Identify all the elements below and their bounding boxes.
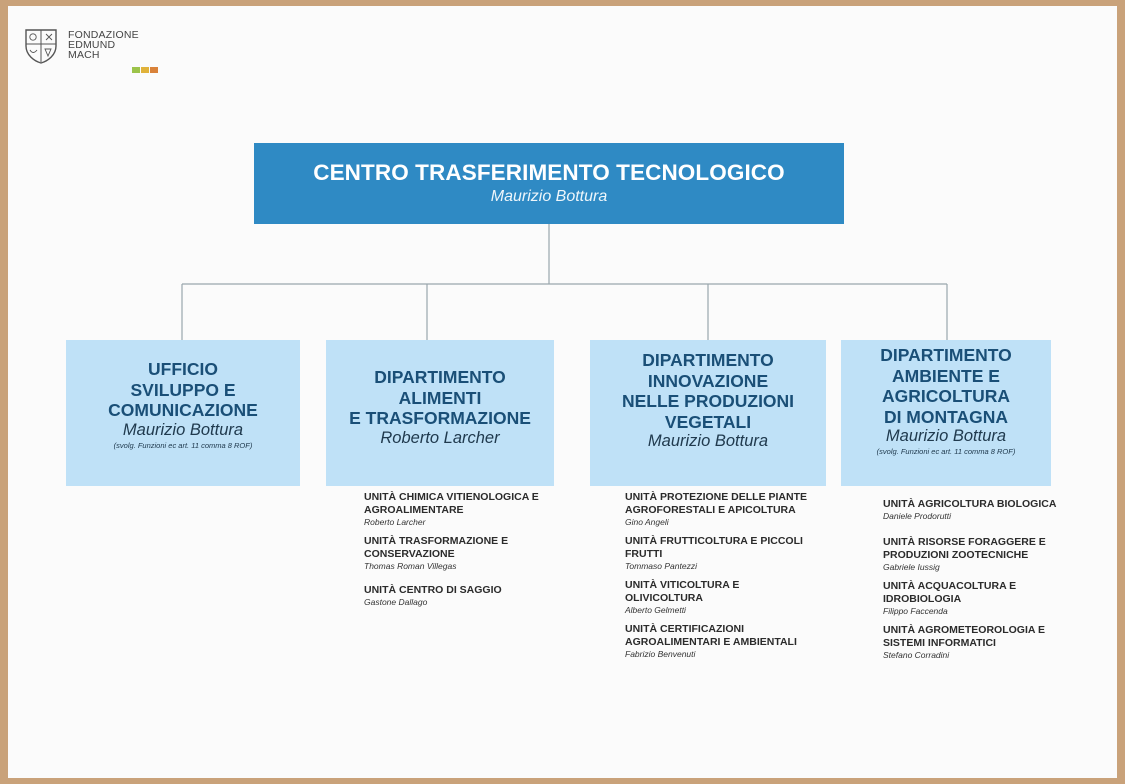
unit-title: UNITÀ RISORSE FORAGGERE E PRODUZIONI ZOO… [883,536,1046,561]
dept-note: (svolg. Funzioni ec art. 11 comma 8 ROF) [876,447,1016,456]
logo-line-2: EDMUND [68,39,116,51]
dept-title-line: AMBIENTE E [892,365,1000,386]
dept-head: Roberto Larcher [380,428,500,447]
unit-item: UNITÀ AGRICOLTURA BIOLOGICA Daniele Prod… [883,498,1103,522]
unit-item: UNITÀ PROTEZIONE DELLE PIANTE AGROFOREST… [625,491,855,528]
unit-item: UNITÀ CERTIFICAZIONI AGROALIMENTARI E AM… [625,623,855,660]
dept-title-line: DIPARTIMENTO [374,367,506,387]
dept-box-ufficio-sviluppo: UFFICIO SVILUPPO E COMUNICAZIONE Maurizi… [66,340,300,486]
units-list-alimenti: UNITÀ CHIMICA VITIENOLOGICA E AGROALIMEN… [364,491,594,615]
unit-head: Fabrizio Benvenuti [625,649,696,659]
unit-title: UNITÀ AGRICOLTURA BIOLOGICA [883,498,1057,510]
dept-box-alimenti: DIPARTIMENTO ALIMENTI E TRASFORMAZIONE R… [326,340,554,486]
dept-title-line: DIPARTIMENTO [642,350,774,370]
unit-title: UNITÀ TRASFORMAZIONE E CONSERVAZIONE [364,535,509,560]
unit-item: UNITÀ AGROMETEOROLOGIA E SISTEMI INFORMA… [883,624,1103,661]
logo-square-yellow [141,67,149,73]
unit-item: UNITÀ TRASFORMAZIONE E CONSERVAZIONE Tho… [364,535,594,572]
logo-wordmark: FONDAZIONE EDMUND MACH [68,29,139,61]
dept-title-line: INNOVAZIONE [647,370,769,391]
dept-title-line: VEGETALI [664,411,752,432]
unit-head: Gastone Dallago [364,597,428,607]
unit-title: UNITÀ ACQUACOLTURA E IDROBIOLOGIA [883,580,1017,605]
unit-item: UNITÀ CHIMICA VITIENOLOGICA E AGROALIMEN… [364,491,594,528]
dept-head: Maurizio Bottura [647,432,769,450]
dept-title-line: AGRICOLTURA [882,386,1010,406]
unit-title: UNITÀ CENTRO DI SAGGIO [364,584,502,596]
dept-box-ambiente: DIPARTIMENTO AMBIENTE E AGRICOLTURA DI M… [841,340,1051,486]
unit-head: Gabriele Iussig [883,562,940,572]
dept-title-line: SVILUPPO E [130,379,236,400]
logo-square-orange [150,67,158,73]
unit-title: UNITÀ CHIMICA VITIENOLOGICA E AGROALIMEN… [364,491,539,516]
unit-head: Thomas Roman Villegas [364,561,457,571]
unit-head: Alberto Gelmetti [625,605,686,615]
org-chart-page: FONDAZIONE EDMUND MACH CENTRO TRASFERIME… [8,6,1117,778]
unit-title: UNITÀ AGROMETEOROLOGIA E SISTEMI INFORMA… [883,624,1045,649]
unit-head: Tommaso Pantezzi [625,561,697,571]
unit-head: Filippo Faccenda [883,606,948,616]
centro-trasferimento-box: CENTRO TRASFERIMENTO TECNOLOGICO Maurizi… [254,143,844,224]
dept-title-line: NELLE PRODUZIONI [621,391,795,411]
dept-title-line: DIPARTIMENTO [880,345,1012,365]
dept-note: (svolg. Funzioni ec art. 11 comma 8 ROF) [113,440,253,450]
unit-title: UNITÀ CERTIFICAZIONI AGROALIMENTARI E AM… [625,623,797,648]
unit-title: UNITÀ PROTEZIONE DELLE PIANTE AGROFOREST… [625,491,808,516]
dept-title-line: ALIMENTI [398,387,482,408]
fondazione-logo: FONDAZIONE EDMUND MACH [22,26,182,76]
unit-item: UNITÀ CENTRO DI SAGGIO Gastone Dallago [364,584,594,608]
unit-item: UNITÀ RISORSE FORAGGERE E PRODUZIONI ZOO… [883,536,1103,573]
dept-title-line: DI MONTAGNA [883,406,1009,427]
logo-line-1: FONDAZIONE [68,29,139,41]
unit-head: Stefano Corradini [883,650,950,660]
unit-item: UNITÀ FRUTTICOLTURA E PICCOLI FRUTTI Tom… [625,535,855,572]
unit-head: Daniele Prodorutti [883,511,952,521]
top-box-title: CENTRO TRASFERIMENTO TECNOLOGICO [313,160,785,185]
unit-head: Roberto Larcher [364,517,426,527]
dept-head: Maurizio Bottura [122,420,244,439]
units-list-innovazione: UNITÀ PROTEZIONE DELLE PIANTE AGROFOREST… [625,491,855,667]
units-list-ambiente: UNITÀ AGRICOLTURA BIOLOGICA Daniele Prod… [883,498,1103,668]
dept-title-line: UFFICIO [148,359,218,379]
dept-head: Maurizio Bottura [885,427,1007,445]
logo-square-green [132,67,140,73]
unit-head: Gino Angeli [625,517,669,527]
unit-title: UNITÀ VITICOLTURA E OLIVICOLTURA [625,579,740,604]
dept-title-line: COMUNICAZIONE [108,400,258,420]
logo-line-3: MACH [68,49,100,61]
unit-item: UNITÀ VITICOLTURA E OLIVICOLTURA Alberto… [625,579,855,616]
dept-title-line: E TRASFORMAZIONE [349,408,531,428]
unit-item: UNITÀ ACQUACOLTURA E IDROBIOLOGIA Filipp… [883,580,1103,617]
seal-icon [25,29,57,64]
unit-title: UNITÀ FRUTTICOLTURA E PICCOLI FRUTTI [625,535,803,560]
dept-box-innovazione: DIPARTIMENTO INNOVAZIONE NELLE PRODUZION… [590,340,826,486]
logo-color-squares [132,60,159,78]
top-box-head: Maurizio Bottura [490,188,608,205]
